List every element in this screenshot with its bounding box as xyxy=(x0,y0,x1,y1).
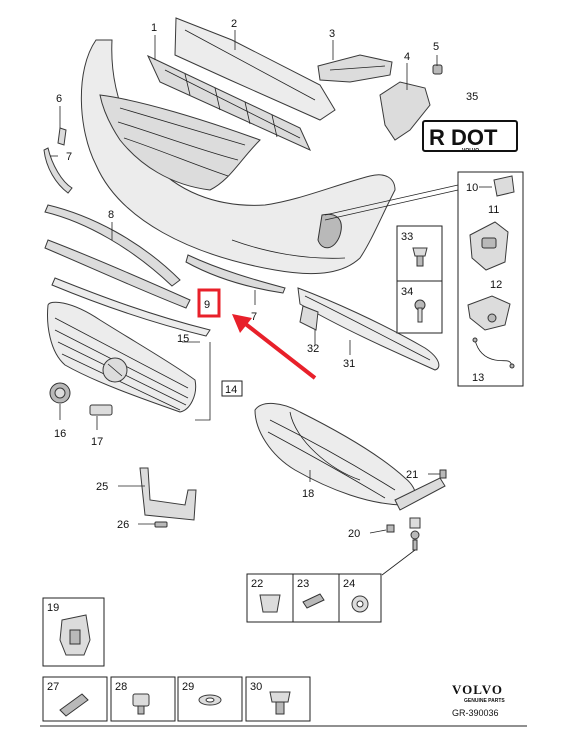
brand-block: VOLVO GENUINE PARTS GR-390036 xyxy=(452,682,505,718)
detail-panel-10-13: 10 11 12 13 xyxy=(457,171,524,387)
box-19: 19 xyxy=(42,597,105,667)
energy-absorber xyxy=(146,54,312,152)
callout-4: 4 xyxy=(404,51,410,63)
grille-strip-15 xyxy=(51,277,211,337)
callout-7-left: 7 xyxy=(66,151,72,163)
callout-25: 25 xyxy=(96,481,108,493)
callout-32: 32 xyxy=(307,343,319,355)
lower-spoiler-31 xyxy=(297,287,440,371)
side-bracket-3 xyxy=(317,54,393,83)
callout-7-right: 7 xyxy=(251,311,257,323)
front-grille xyxy=(47,301,197,413)
detail-box-33: 33 xyxy=(396,225,443,282)
part-24: 24 xyxy=(343,578,355,590)
label-35-sub: VOLVO xyxy=(462,148,479,154)
clip-5 xyxy=(432,64,443,75)
upper-bracket xyxy=(174,17,336,121)
label-35-decal: R DOT VOLVO xyxy=(422,120,518,154)
part-27: 27 xyxy=(47,681,59,693)
part-23: 23 xyxy=(297,578,309,590)
callout-35: 35 xyxy=(466,91,478,103)
fastener-row-22-24: 22 23 24 xyxy=(246,573,382,623)
callout-20: 20 xyxy=(348,528,360,540)
undertray-18 xyxy=(254,403,416,506)
bumper-cover xyxy=(80,39,396,275)
callout-31: 31 xyxy=(343,358,355,370)
callout-16: 16 xyxy=(54,428,66,440)
brand-name: VOLVO xyxy=(452,682,503,697)
trim-7-left xyxy=(43,147,73,194)
callout-26: 26 xyxy=(117,519,129,531)
callout-17: 17 xyxy=(91,436,103,448)
callout-2: 2 xyxy=(231,18,237,30)
callout-5: 5 xyxy=(433,41,439,53)
callout-6: 6 xyxy=(56,93,62,105)
fastener-stack xyxy=(409,517,421,551)
callout-8: 8 xyxy=(108,209,114,221)
callout-9: 9 xyxy=(204,299,210,311)
screw-26 xyxy=(154,521,168,528)
part-29: 29 xyxy=(182,681,194,693)
bottom-parts-row: 27 28 29 30 xyxy=(42,676,311,722)
clip-20 xyxy=(386,524,395,533)
callout-labels: 1 2 3 4 5 6 7 8 9 7 15 14 16 17 25 26 18… xyxy=(54,18,478,540)
badge-17 xyxy=(89,404,113,416)
grille-strip-9 xyxy=(44,239,191,309)
callout-21: 21 xyxy=(406,469,418,481)
detail-connectors xyxy=(324,184,459,221)
callout-11: 11 xyxy=(488,204,499,216)
part-30: 30 xyxy=(250,681,262,693)
trim-32 xyxy=(299,305,319,331)
grille-strip-8 xyxy=(44,204,181,287)
emblem-16 xyxy=(49,382,71,404)
callout-15: 15 xyxy=(177,333,189,345)
callout-14: 14 xyxy=(225,384,237,396)
part-19: 19 xyxy=(47,602,59,614)
callout-33: 33 xyxy=(401,231,413,243)
grille-bracket-25 xyxy=(139,467,197,521)
callout-10: 10 xyxy=(466,182,478,194)
label-35-text: R DOT xyxy=(429,125,498,150)
callout-13: 13 xyxy=(472,372,484,384)
detail-box-34: 34 xyxy=(396,280,443,334)
clip-6 xyxy=(57,127,67,146)
part-28: 28 xyxy=(115,681,127,693)
part-22: 22 xyxy=(251,578,263,590)
callout-12: 12 xyxy=(490,279,502,291)
callout-3: 3 xyxy=(329,28,335,40)
diagram-id: GR-390036 xyxy=(452,708,499,718)
highlight-9 xyxy=(197,288,317,380)
brand-tagline: GENUINE PARTS xyxy=(464,698,505,704)
leader-lines xyxy=(50,30,440,576)
side-bracket-4 xyxy=(379,81,431,141)
trim-7-right xyxy=(185,254,286,294)
callout-1: 1 xyxy=(151,22,157,34)
callout-18: 18 xyxy=(302,488,314,500)
callout-34: 34 xyxy=(401,286,413,298)
